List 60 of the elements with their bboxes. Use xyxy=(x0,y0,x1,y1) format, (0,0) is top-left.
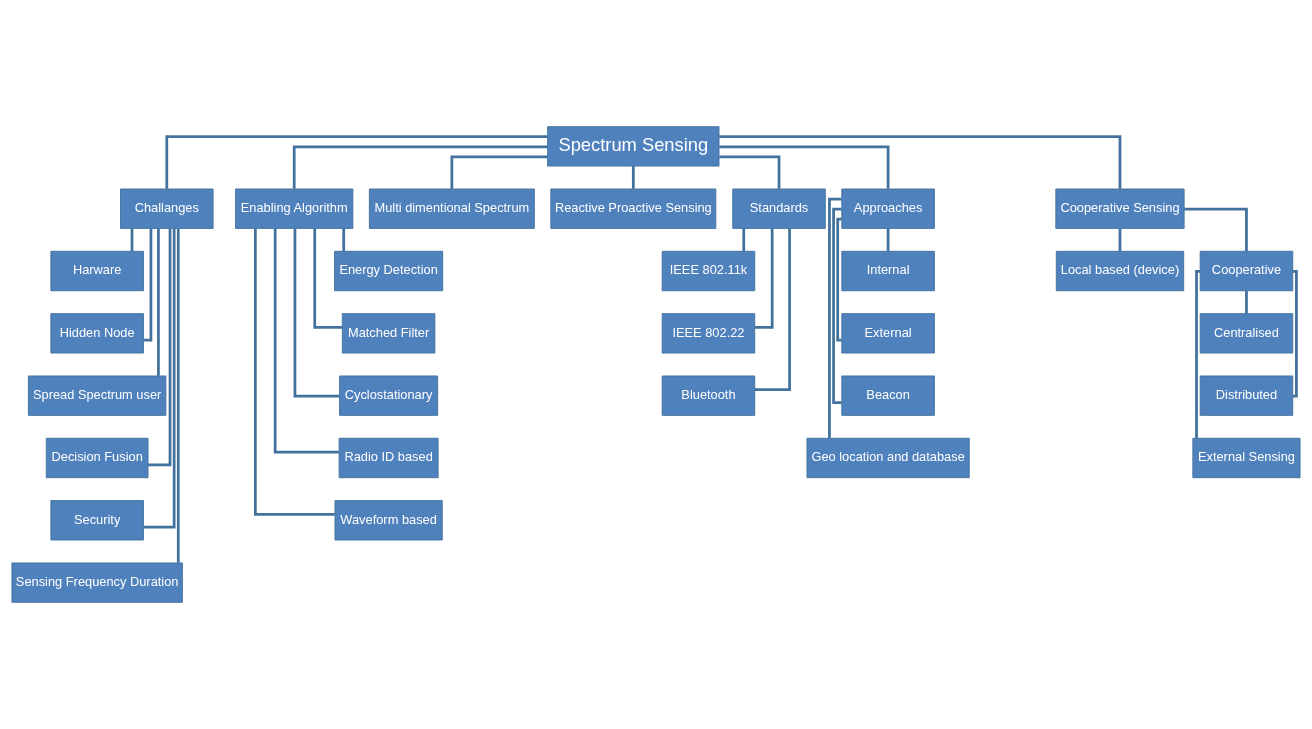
connector xyxy=(1184,207,1248,252)
node-box: Hidden Node xyxy=(50,313,144,354)
node-box: Reactive Proactive Sensing xyxy=(550,188,717,229)
connector xyxy=(450,155,548,189)
connector xyxy=(273,228,339,454)
node-box: Radio ID based xyxy=(338,437,439,479)
node-box: Centralised xyxy=(1199,313,1294,354)
node-box: Beacon xyxy=(841,375,935,416)
connector xyxy=(719,155,781,189)
node-box: Approaches xyxy=(841,188,935,229)
node-box: Security xyxy=(50,500,144,541)
node-box: Sensing Frequency Duration xyxy=(11,562,183,603)
connector xyxy=(148,228,172,467)
node-box: Bluetooth xyxy=(661,375,756,416)
node-box: Internal xyxy=(841,250,935,292)
connector xyxy=(754,228,791,392)
connector xyxy=(631,166,635,189)
connector xyxy=(143,228,153,342)
node-box: Cooperative Sensing xyxy=(1055,188,1185,229)
connector xyxy=(1118,228,1122,252)
connector xyxy=(342,228,346,252)
connector xyxy=(165,135,548,189)
connector xyxy=(742,228,746,252)
node-box: Standards xyxy=(732,188,826,229)
connector xyxy=(293,228,340,398)
connector xyxy=(1292,270,1298,398)
connector xyxy=(253,228,335,516)
node-box: Cyclostationary xyxy=(339,375,439,416)
node-box: Cooperative xyxy=(1199,250,1294,292)
node-box: Decision Fusion xyxy=(45,437,149,479)
node-box: External xyxy=(841,313,935,354)
connector xyxy=(719,145,890,189)
node-box: Local based (device) xyxy=(1055,250,1185,292)
connector xyxy=(130,228,134,252)
connector xyxy=(313,228,343,329)
node-box: Harware xyxy=(50,250,144,292)
connector xyxy=(828,197,842,439)
node-box: Distributed xyxy=(1199,375,1294,416)
node-box: Multi dimentional Spectrum xyxy=(368,188,535,229)
node-box: External Sensing xyxy=(1192,437,1301,479)
node-box: IEEE 802.22 xyxy=(661,313,756,354)
node-box: Enabling Algorithm xyxy=(235,188,354,229)
node-box: Spectrum Sensing xyxy=(547,126,720,167)
node-box: Spread Spectrum user xyxy=(27,375,167,416)
connector xyxy=(836,217,842,342)
connector xyxy=(832,207,842,404)
node-box: Challanges xyxy=(120,188,214,229)
node-box: Energy Detection xyxy=(334,250,444,292)
connector xyxy=(157,228,160,376)
connector xyxy=(719,135,1122,189)
connector xyxy=(176,228,180,563)
node-box: Matched Filter xyxy=(341,313,436,354)
connector xyxy=(1195,270,1201,438)
connector xyxy=(1245,290,1248,314)
node-box: Waveform based xyxy=(334,500,443,541)
node-box: Geo location and database xyxy=(806,437,970,479)
connector xyxy=(292,145,548,189)
node-box: IEEE 802.11k xyxy=(661,250,756,292)
connector xyxy=(886,228,890,252)
connector xyxy=(143,228,176,529)
